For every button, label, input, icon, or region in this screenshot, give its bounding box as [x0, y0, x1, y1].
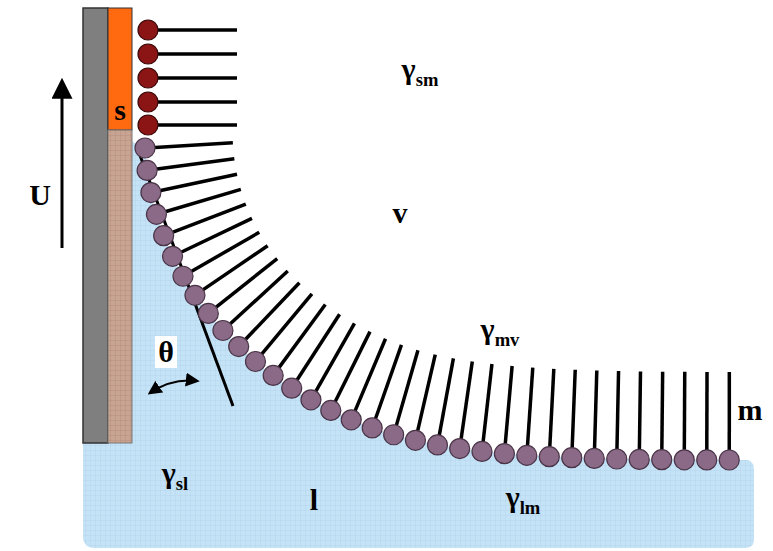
tail: [639, 371, 640, 449]
head: [301, 390, 321, 410]
label-velocity: U: [26, 179, 54, 211]
head: [137, 160, 157, 180]
head: [213, 321, 233, 341]
label-solid: s: [111, 94, 129, 126]
tail: [316, 323, 355, 391]
tail: [505, 366, 512, 444]
tail: [396, 350, 418, 425]
tail: [203, 246, 267, 290]
head: [494, 444, 514, 464]
head: [154, 226, 174, 246]
tail: [158, 76, 237, 80]
head: [697, 450, 717, 470]
tail: [161, 174, 237, 190]
head: [362, 418, 382, 438]
label-angle: θ: [155, 336, 177, 368]
wetted-strip: [108, 130, 132, 443]
tail: [158, 123, 237, 127]
head: [584, 448, 604, 468]
head: [229, 337, 249, 357]
head: [341, 410, 361, 430]
tail: [550, 369, 554, 447]
head: [652, 450, 672, 470]
tail: [158, 100, 237, 104]
label-tension: γmv: [478, 313, 523, 350]
head: [450, 439, 470, 459]
label-tension: γsl: [159, 457, 191, 494]
tail: [572, 370, 575, 448]
head: [146, 204, 166, 224]
tail: [528, 368, 533, 446]
label-phase: l: [307, 484, 321, 516]
tail: [262, 294, 312, 354]
label-phase: m: [735, 394, 766, 426]
head: [562, 448, 582, 468]
head: [141, 183, 161, 203]
tail: [158, 52, 237, 56]
tail: [166, 189, 241, 211]
tail: [158, 28, 237, 32]
head: [185, 285, 205, 305]
head: [263, 365, 283, 385]
tail: [246, 283, 300, 339]
tail: [617, 371, 619, 449]
head: [138, 92, 158, 112]
angle-arc: [150, 381, 197, 394]
head: [517, 445, 537, 465]
head: [321, 400, 341, 420]
tail: [155, 143, 233, 148]
tail: [418, 355, 436, 431]
head: [384, 425, 404, 445]
tail: [279, 304, 325, 367]
tail: [705, 372, 709, 450]
tail: [461, 361, 472, 438]
head: [607, 449, 627, 469]
surfactant-heads: [135, 20, 739, 470]
head: [282, 378, 302, 398]
head: [138, 68, 158, 88]
liquid-region: [83, 130, 754, 548]
tail: [157, 159, 234, 169]
head: [138, 44, 158, 64]
head: [472, 441, 492, 461]
tail: [595, 371, 597, 449]
tail: [230, 271, 287, 324]
tail: [376, 345, 402, 419]
head: [138, 20, 158, 40]
head: [198, 303, 218, 323]
head: [163, 246, 183, 266]
head: [539, 447, 559, 467]
head: [428, 435, 448, 455]
label-tension: γlm: [503, 481, 544, 518]
head: [719, 450, 739, 470]
tail: [192, 232, 260, 271]
head: [173, 266, 193, 286]
head: [138, 115, 158, 135]
head: [674, 450, 694, 470]
head: [405, 430, 425, 450]
label-tension: γsm: [399, 53, 442, 90]
surfactant-tails: [155, 30, 729, 450]
label-phase: v: [390, 197, 411, 229]
velocity-arrow: [61, 82, 64, 248]
tail: [483, 364, 492, 442]
head: [246, 352, 266, 372]
tail: [216, 259, 277, 308]
tail: [683, 372, 687, 450]
head: [135, 138, 155, 158]
head: [629, 449, 649, 469]
coated-strip: [108, 8, 132, 130]
tail: [660, 372, 664, 450]
tail: [728, 372, 732, 450]
tail: [297, 314, 339, 379]
solid-plate: [83, 8, 108, 443]
tail: [439, 358, 453, 435]
tail: [182, 218, 252, 252]
